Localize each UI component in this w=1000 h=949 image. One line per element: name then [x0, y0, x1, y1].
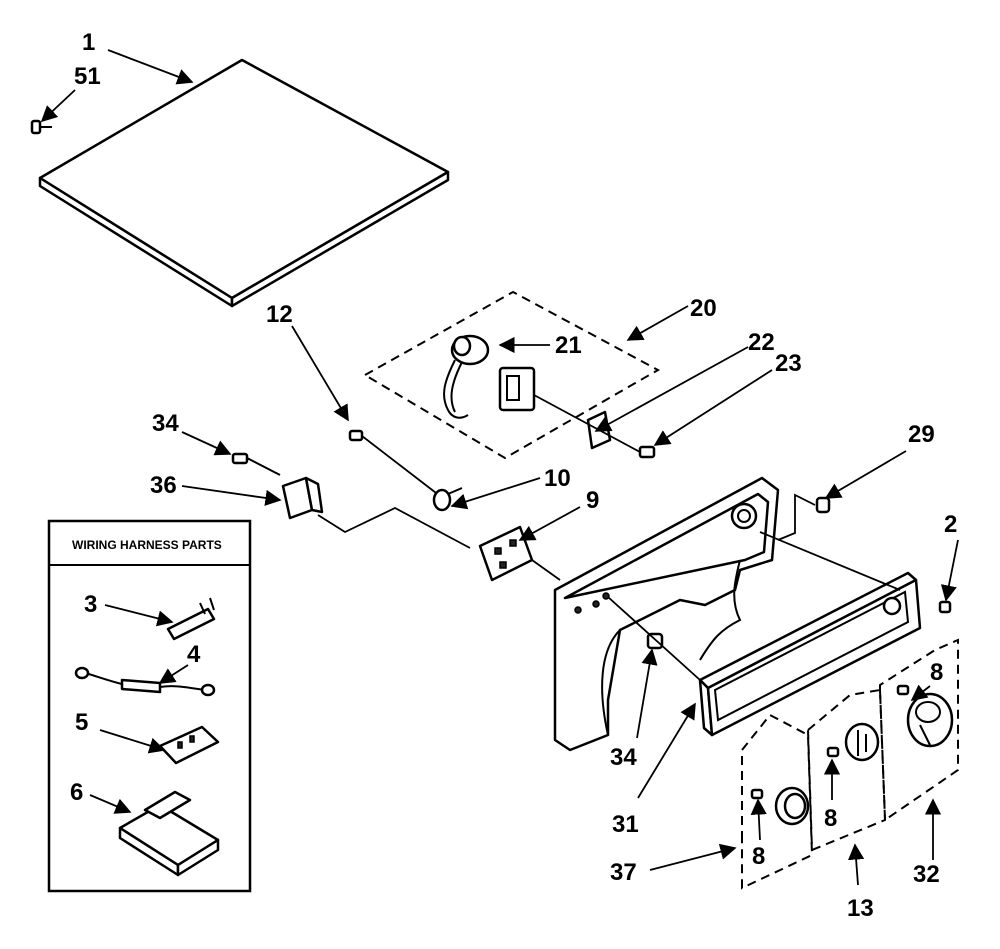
switch-part-36 [281, 476, 324, 520]
label-22: 22 [748, 329, 775, 356]
label-23: 23 [775, 350, 802, 377]
label-12: 12 [266, 301, 293, 328]
label-36: 36 [150, 472, 177, 499]
label-5: 5 [75, 709, 88, 736]
label-37: 37 [610, 859, 637, 886]
screw-part-34-lower [646, 632, 664, 650]
label-10: 10 [544, 465, 571, 492]
label-20: 20 [690, 295, 717, 322]
screw-part-12 [348, 429, 364, 442]
screw-part-2 [938, 600, 952, 614]
label-13: 13 [847, 895, 874, 922]
knob-group-37-outline [741, 713, 814, 890]
inset-title: WIRING HARNESS PARTS [72, 538, 222, 552]
timer-assembly-group-20-outline [362, 290, 661, 460]
bracket-part-9 [478, 525, 534, 582]
part-number-labels: 1 51 12 20 21 22 23 29 34 36 10 9 2 8 34… [70, 29, 957, 922]
connector-block-part-6 [118, 790, 220, 877]
label-1: 1 [82, 29, 95, 56]
label-8-middle: 8 [824, 805, 837, 832]
label-8-right: 8 [930, 659, 943, 686]
label-2: 2 [944, 511, 957, 538]
label-9: 9 [586, 487, 599, 514]
label-31: 31 [612, 811, 639, 838]
wire-part-4 [74, 666, 216, 697]
label-8-left: 8 [752, 843, 765, 870]
timer-block [498, 366, 536, 412]
screw-part-29 [815, 496, 831, 514]
top-panel-part-1 [38, 58, 450, 308]
connector-part-5 [158, 725, 220, 765]
control-panel-part-31 [698, 571, 922, 737]
label-6: 6 [70, 779, 83, 806]
console-back-panel [553, 476, 780, 752]
screw-part-34-upper [231, 452, 281, 476]
label-4: 4 [187, 641, 201, 668]
label-34-lower: 34 [610, 744, 637, 771]
label-21: 21 [555, 332, 582, 359]
screw-part-23 [638, 445, 656, 459]
screw-part-51 [30, 119, 52, 135]
clip-part-10 [432, 487, 463, 512]
knob-group-13-outline [806, 688, 887, 852]
label-3: 3 [84, 591, 97, 618]
timer-motor-part-21 [443, 334, 490, 419]
label-51: 51 [74, 63, 101, 90]
leader-arrows [40, 49, 959, 886]
terminal-part-3 [166, 597, 216, 641]
knob-part-32 [906, 692, 954, 748]
label-34-upper: 34 [152, 410, 179, 437]
knob-part-13 [844, 722, 880, 762]
knob-part-37 [774, 786, 810, 826]
label-29: 29 [908, 421, 935, 448]
label-32: 32 [913, 861, 940, 888]
knob-group-32-outline [879, 638, 959, 822]
